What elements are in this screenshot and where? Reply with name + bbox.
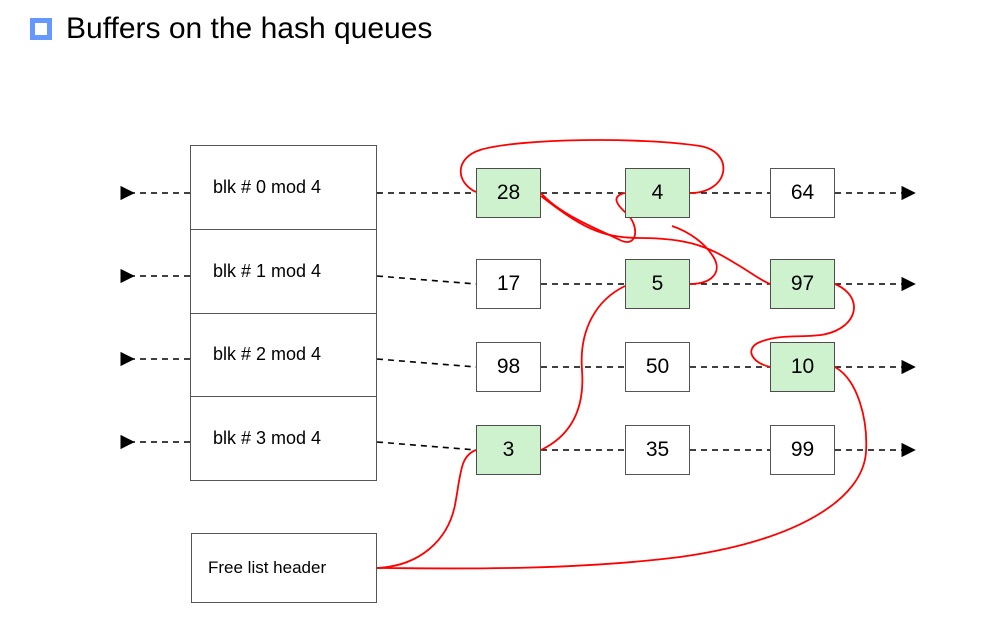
buffer-node-r1c1[interactable]: 5	[625, 259, 690, 309]
buffer-node-r1c2[interactable]: 97	[770, 259, 835, 309]
buffer-node-r0c2[interactable]: 64	[770, 168, 835, 218]
buffer-value-r3c1: 35	[645, 438, 670, 461]
hash-queue-row-1[interactable]: blk # 1 mod 4	[191, 230, 376, 314]
buffer-node-r3c2[interactable]: 99	[770, 425, 835, 475]
hash-queue-row-1-label: blk # 1 mod 4	[213, 260, 322, 281]
free-link-header-to-3	[376, 449, 477, 569]
buffer-value-r0c0: 28	[496, 181, 521, 204]
free-list-header-box[interactable]: Free list header	[191, 533, 377, 603]
hash-queue-row-2-label: blk # 2 mod 4	[213, 344, 322, 365]
buffer-node-r1c0[interactable]: 17	[476, 259, 541, 309]
hash-queue-row-0[interactable]: blk # 0 mod 4	[191, 146, 376, 230]
page-title: Buffers on the hash queues	[66, 12, 433, 45]
hash-queue-row-0-label: blk # 0 mod 4	[213, 176, 322, 197]
hash-link-row3-head	[376, 441, 477, 451]
buffer-value-r2c2: 10	[790, 355, 815, 378]
buffer-value-r1c2: 97	[790, 272, 815, 295]
buffer-value-r1c1: 5	[651, 272, 664, 295]
buffer-value-r2c1: 50	[645, 355, 670, 378]
hash-link-row1-head	[376, 275, 477, 285]
hash-link-row2-head	[376, 358, 477, 368]
buffer-node-r2c0[interactable]: 98	[476, 342, 541, 392]
buffer-node-r3c1[interactable]: 35	[625, 425, 690, 475]
buffer-value-r3c2: 99	[790, 438, 815, 461]
slide-title-row: Buffers on the hash queues	[30, 12, 432, 46]
free-link-3-to-5	[540, 285, 626, 451]
hash-queue-row-3[interactable]: blk # 3 mod 4	[191, 397, 376, 480]
hash-queue-table: blk # 0 mod 4 blk # 1 mod 4 blk # 2 mod …	[190, 145, 377, 481]
buffer-value-r0c1: 4	[651, 181, 664, 204]
hollow-square-bullet-icon	[30, 18, 52, 40]
hash-queue-row-3-label: blk # 3 mod 4	[213, 428, 322, 449]
buffer-node-r3c0[interactable]: 3	[476, 425, 541, 475]
buffer-value-r2c0: 98	[496, 355, 521, 378]
buffer-value-r1c0: 17	[496, 272, 521, 295]
free-list-header-label: Free list header	[208, 558, 327, 577]
buffer-value-r3c0: 3	[502, 438, 515, 461]
buffer-value-r0c2: 64	[790, 181, 815, 204]
buffer-node-r2c1[interactable]: 50	[625, 342, 690, 392]
free-link-28-to-4	[540, 192, 636, 243]
buffer-node-r2c2[interactable]: 10	[770, 342, 835, 392]
hash-queue-row-2[interactable]: blk # 2 mod 4	[191, 314, 376, 398]
buffer-node-r0c0[interactable]: 28	[476, 168, 541, 218]
buffer-node-r0c1[interactable]: 4	[625, 168, 690, 218]
